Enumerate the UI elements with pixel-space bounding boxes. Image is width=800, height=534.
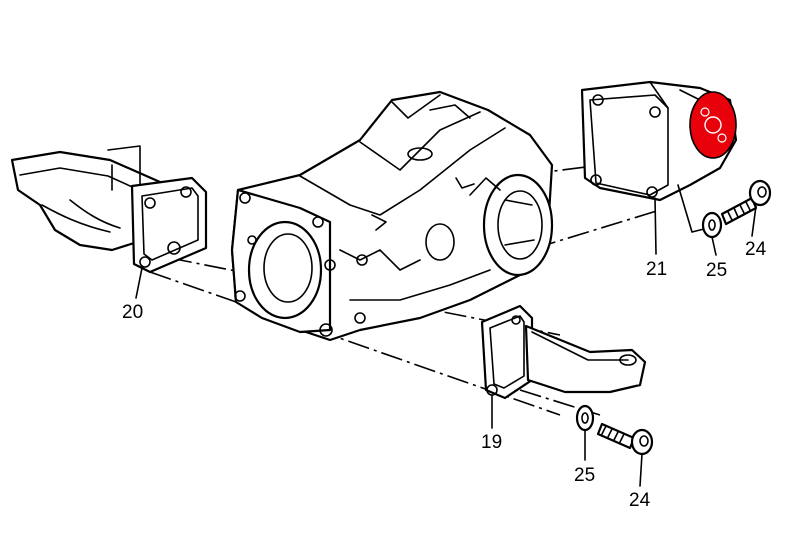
rubber-mount-highlight (689, 91, 737, 159)
differential-housing (230, 90, 554, 342)
upper-bolt-part-24 (720, 179, 772, 226)
callout-20: 20 (122, 302, 144, 323)
lower-bolt-part-24 (596, 422, 654, 456)
callout-25-lower: 25 (574, 465, 596, 486)
leader-lines (135, 197, 757, 487)
callout-21: 21 (646, 259, 668, 280)
callout-24-upper: 24 (745, 239, 767, 260)
callout-24-lower: 24 (629, 490, 651, 511)
part-20-left-mount-bracket (10, 145, 208, 274)
part-21-right-mount-bracket (580, 80, 738, 233)
lower-washer-part-25 (575, 404, 595, 432)
upper-washer-part-25 (701, 211, 723, 239)
part-19-lower-mount-bracket (480, 304, 647, 400)
callout-25-upper: 25 (706, 260, 728, 281)
callout-19: 19 (481, 432, 503, 453)
